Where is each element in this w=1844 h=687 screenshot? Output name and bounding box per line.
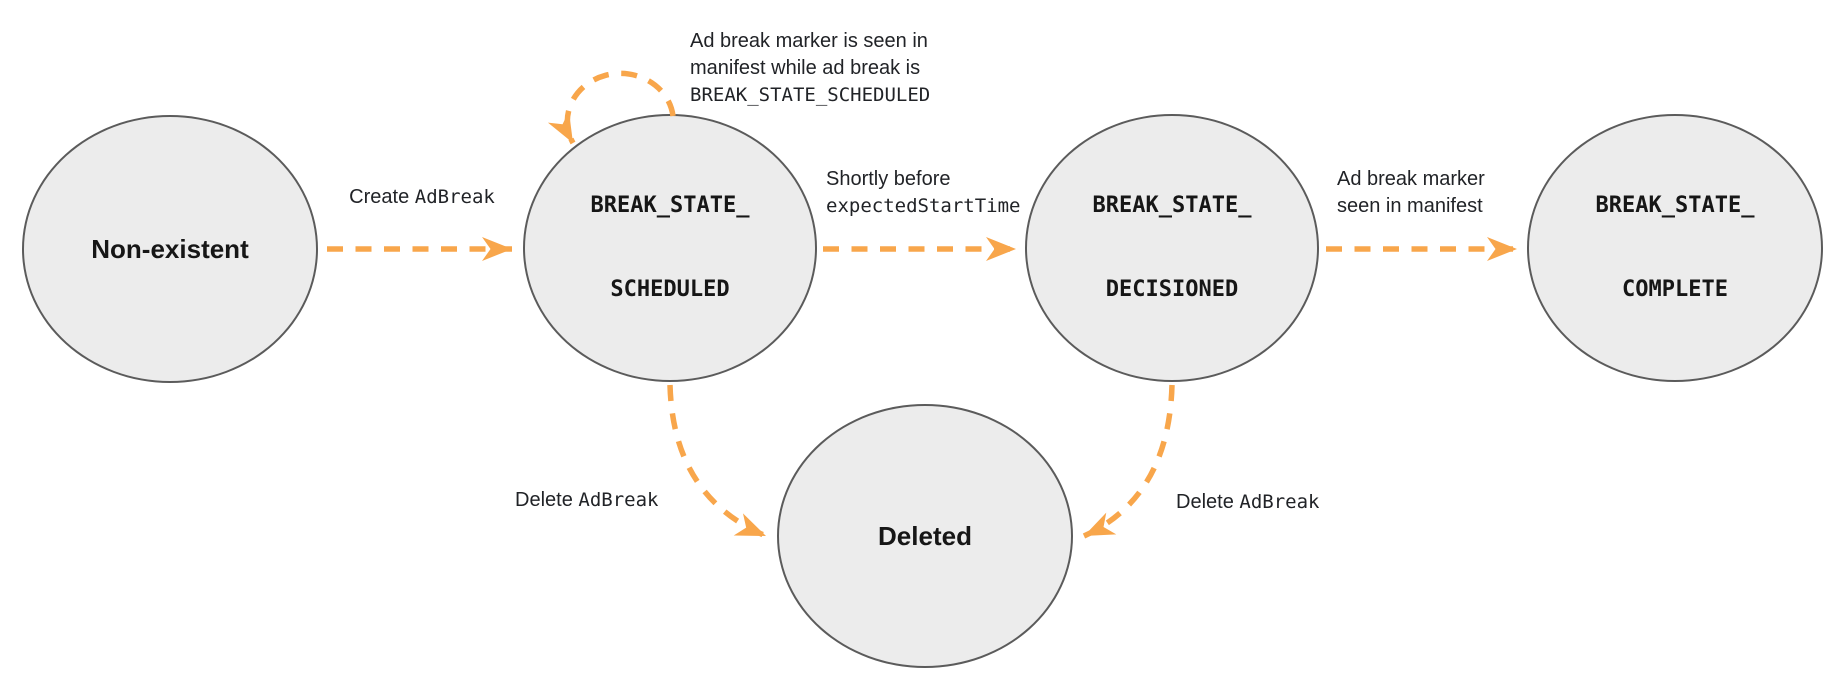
state-label-break-state-decisioned: BREAK_STATE_ DECISIONED [1092, 193, 1252, 302]
state-node-non-existent: Non-existent [22, 115, 318, 383]
transition-label-create-adbreak: Create AdBreak [349, 186, 495, 208]
transition-label-marker-seen: Ad break marker seen in manifest [1337, 168, 1485, 217]
arrow-delete-adbreak-right [1082, 384, 1175, 539]
state-node-break-state-decisioned: BREAK_STATE_ DECISIONED [1025, 114, 1319, 382]
state-node-deleted: Deleted [777, 404, 1073, 668]
state-label-break-state-scheduled: BREAK_STATE_ SCHEDULED [590, 193, 750, 302]
arrow-delete-adbreak-left [667, 384, 768, 539]
state-label-deleted: Deleted [878, 521, 972, 551]
transition-label-delete-adbreak-left: Delete AdBreak [515, 489, 659, 511]
state-label-break-state-complete: BREAK_STATE_ COMPLETE [1595, 193, 1755, 302]
state-node-break-state-scheduled: BREAK_STATE_ SCHEDULED [523, 114, 817, 382]
state-node-break-state-complete: BREAK_STATE_ COMPLETE [1527, 114, 1823, 382]
transition-label-self-loop: Ad break marker is seen in manifest whil… [690, 30, 931, 106]
state-label-non-existent: Non-existent [91, 234, 249, 264]
transition-label-delete-adbreak-right: Delete AdBreak [1176, 491, 1320, 513]
transition-label-shortly-before: Shortly before expectedStartTime [826, 168, 1021, 217]
